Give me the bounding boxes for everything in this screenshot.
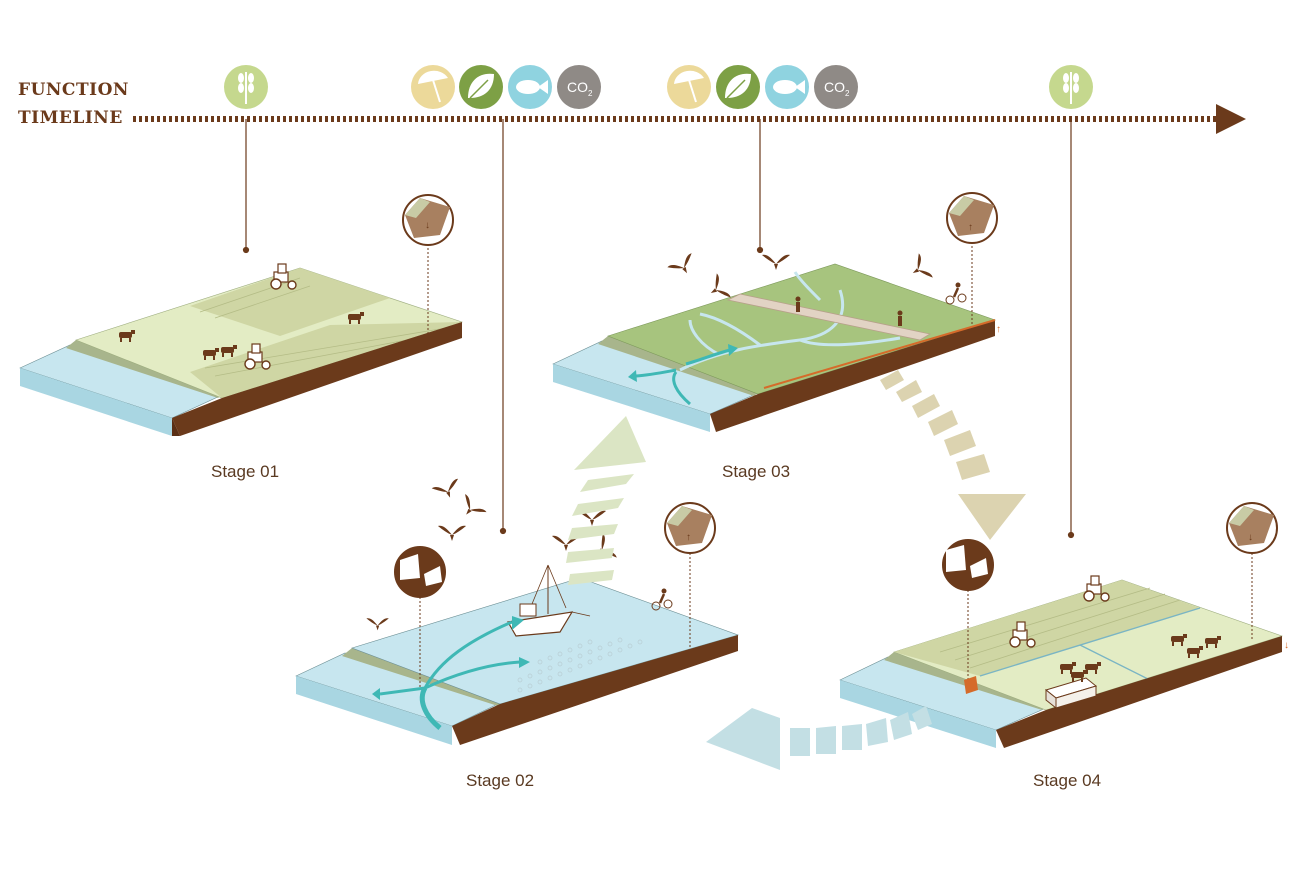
stage-02-block: ↑ — [295, 478, 739, 745]
fish-icon — [765, 65, 809, 109]
timeline-arrowhead — [1216, 104, 1246, 134]
svg-text:↓: ↓ — [425, 220, 430, 231]
svg-text:↓: ↓ — [1284, 640, 1289, 651]
stage-02-dotted-area — [517, 637, 643, 693]
svg-text:↑: ↑ — [686, 532, 691, 543]
cycle-arrow-02-to-03 — [566, 416, 646, 585]
co2-icon: CO 2 — [814, 65, 858, 109]
svg-text:CO: CO — [824, 79, 845, 95]
umbrella-icon — [411, 65, 455, 109]
co2-icon: CO 2 — [557, 65, 601, 109]
umbrella-icon — [667, 65, 711, 109]
svg-text:↑: ↑ — [968, 222, 973, 233]
stage-01-label: Stage 01 — [211, 462, 280, 481]
svg-text:CO: CO — [567, 79, 588, 95]
svg-text:2: 2 — [845, 89, 850, 98]
svg-text:2: 2 — [588, 89, 593, 98]
fish-icon — [508, 65, 552, 109]
leaf-icon — [459, 65, 503, 109]
stage-03-label: Stage 03 — [722, 462, 791, 481]
cycle-arrow-04-to-02 — [706, 706, 932, 770]
stage-04-block: ↓ ↓ — [839, 502, 1289, 748]
stage-02-flow-arrows — [379, 620, 521, 730]
timeline-title-line1: FUNCTION — [18, 80, 129, 100]
timeline-axis — [133, 104, 1246, 134]
stage-04-label: Stage 04 — [1033, 771, 1102, 790]
timeline-connectors — [242, 119, 1075, 539]
timeline-title-line2: TIMELINE — [18, 108, 123, 128]
svg-text:↓: ↓ — [1248, 532, 1253, 543]
wheat-icon — [1049, 65, 1093, 109]
stage-02-label: Stage 02 — [466, 771, 535, 790]
svg-text:↑: ↑ — [996, 324, 1001, 335]
sailboat — [507, 564, 591, 637]
stage-03-block: ↑ ↑ — [552, 192, 1001, 432]
wheat-icon — [224, 65, 268, 109]
leaf-icon — [716, 65, 760, 109]
stage-01-block: ↓ — [19, 194, 463, 436]
cycle-arrow-03-to-04 — [880, 370, 1026, 540]
